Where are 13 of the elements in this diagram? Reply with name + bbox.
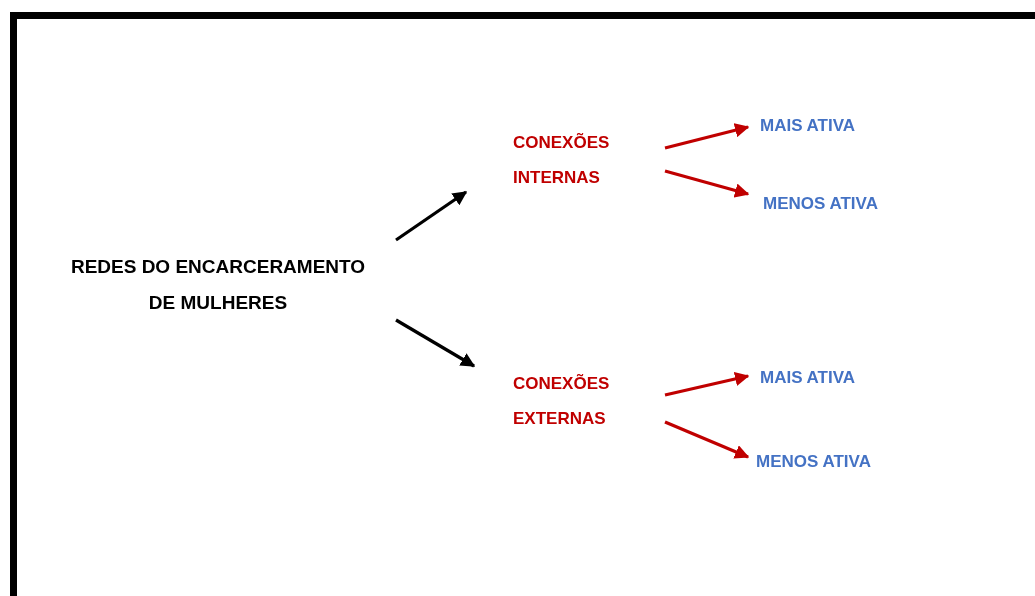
activity-level-text: MENOS ATIVA <box>763 193 879 215</box>
activity-level-text: MENOS ATIVA <box>756 451 872 473</box>
arrow <box>395 318 476 368</box>
arrow <box>664 169 750 198</box>
arrow <box>664 371 750 397</box>
branch-topic-text: CONEXÕES INTERNAS <box>513 132 611 189</box>
arrow <box>395 190 468 242</box>
branch-topic-text: CONEXÕES EXTERNAS <box>513 373 611 430</box>
arrow <box>664 123 750 150</box>
activity-level-text: MAIS ATIVA <box>760 367 857 389</box>
activity-level-text: MAIS ATIVA <box>760 115 857 137</box>
arrow <box>664 420 750 459</box>
root-topic-text: REDES DO ENCARCERAMENTO DE MULHERES <box>69 255 367 315</box>
